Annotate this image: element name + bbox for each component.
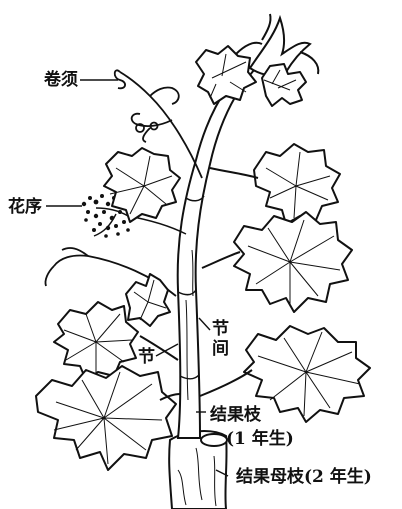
label-internode-1: 节 (212, 318, 229, 339)
label-fruiting-shoot: 结果枝 (210, 404, 262, 425)
leaf-small-left (126, 274, 170, 326)
label-fruiting-shoot-age: (1 年生) (226, 428, 294, 449)
label-node: 节 (138, 346, 155, 367)
label-fruiting-mother-shoot: 结果母枝(2 年生) (236, 466, 372, 487)
fruiting-mother-shoot (169, 431, 227, 509)
label-inflorescence: 花序 (8, 196, 42, 217)
label-internode-2: 间 (212, 338, 229, 359)
leaves (36, 46, 370, 470)
label-tendril: 卷须 (43, 69, 78, 90)
leaf-right-middle (254, 144, 340, 224)
